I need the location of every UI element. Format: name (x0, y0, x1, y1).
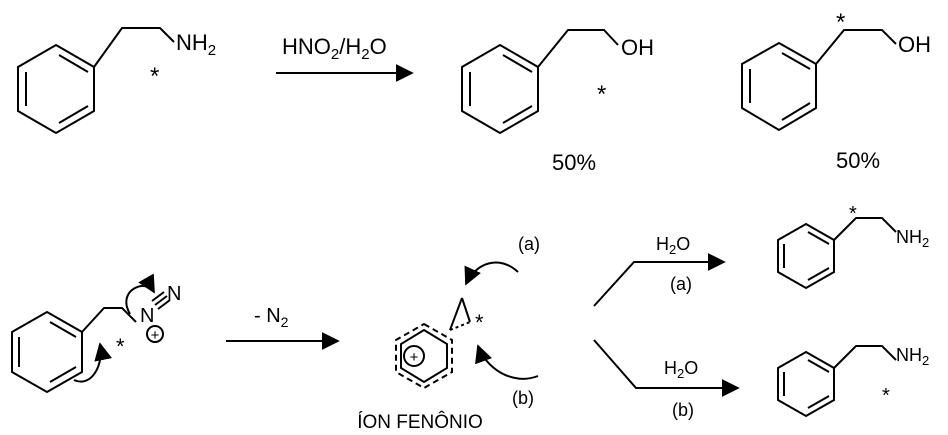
attack-label-b: (b) (512, 388, 534, 408)
yield-b: 50% (836, 148, 880, 173)
diazonium-ion (11, 273, 171, 394)
benzene-ring (777, 350, 835, 418)
ethyl-chain (93, 27, 175, 68)
product-phenylethanol-a (461, 29, 619, 135)
aromatic-bond (807, 359, 830, 373)
diazonium-n-terminal: N (167, 283, 181, 305)
attack-label-a: (a) (518, 234, 540, 254)
ethyl-chain (815, 29, 897, 65)
positive-charge: + (151, 327, 160, 344)
benzene-ring (17, 43, 95, 135)
reactant-phenylethylamine (17, 27, 175, 135)
hydroxyl-group: OH (621, 35, 654, 60)
isotope-label-star: * (150, 63, 159, 90)
aromatic-bond (502, 105, 533, 124)
curved-arrow-n2-loss (125, 273, 155, 315)
isotope-label-star: * (882, 385, 890, 407)
isotope-label-star: * (836, 9, 845, 36)
isotope-label-star: * (597, 81, 606, 108)
spiro-bond (449, 297, 463, 331)
hydroxyl-group: OH (898, 32, 931, 57)
path-a-label: (a) (670, 274, 692, 294)
ethyl-chain (833, 345, 897, 369)
path-b-label: (b) (672, 400, 694, 420)
reaction-arrow-path-a (593, 253, 726, 307)
aromatic-bond (49, 366, 77, 383)
benzene-ring (777, 222, 835, 290)
isotope-label-star: * (475, 310, 484, 335)
positive-charge-circle (403, 345, 425, 367)
diazonium-n-plus: N (140, 305, 154, 327)
ethyl-chain (537, 29, 619, 68)
amine-group: NH2 (176, 30, 216, 59)
benzene-ring (461, 43, 539, 135)
product-path-a (777, 217, 897, 290)
phenonium-ion (395, 261, 539, 390)
aromatic-bond (49, 321, 77, 338)
aromatic-bond (807, 267, 830, 281)
product-path-b (777, 345, 897, 418)
aromatic-bond (781, 102, 811, 121)
benzene-ring (741, 41, 817, 132)
n-n-bond (154, 295, 168, 306)
ethyl-chain (81, 307, 137, 333)
benzene-ring (11, 310, 83, 394)
product-phenylethanol-b (741, 29, 897, 132)
curved-arrow-path-a (464, 261, 519, 286)
phenonium-charge: + (410, 349, 419, 366)
isotope-label-star: * (116, 334, 125, 359)
cyclopropane-bond (461, 297, 471, 323)
yield-a: 50% (552, 150, 596, 175)
amine-group: NH2 (896, 345, 929, 368)
n2-loss-label: - N2 (254, 305, 289, 330)
n-n-bond (157, 299, 171, 310)
positive-charge-circle (146, 325, 164, 343)
aromatic-bond (781, 52, 811, 70)
aromatic-bond (807, 395, 830, 409)
n-n-bond (151, 291, 165, 302)
ethyl-chain (833, 217, 897, 241)
curved-arrow-ring (73, 342, 112, 383)
benzene-ring (395, 322, 453, 390)
curved-arrow-path-b (475, 344, 539, 380)
aromatic-bond (58, 105, 89, 124)
path-b-reagent: H2O (664, 358, 698, 381)
aromatic-bond (502, 54, 533, 73)
path-a-reagent: H2O (656, 234, 690, 257)
aromatic-bond (807, 231, 830, 245)
amine-group: NH2 (896, 227, 929, 250)
isotope-label-star: * (849, 203, 857, 225)
reagent-label: HNO2/H2O (282, 34, 387, 63)
reaction-arrow-path-b (593, 339, 740, 397)
aromatic-bond (58, 54, 89, 73)
phenonium-name: ÍON FENÔNIO (357, 411, 483, 433)
benzene-ring-inner (400, 328, 448, 384)
